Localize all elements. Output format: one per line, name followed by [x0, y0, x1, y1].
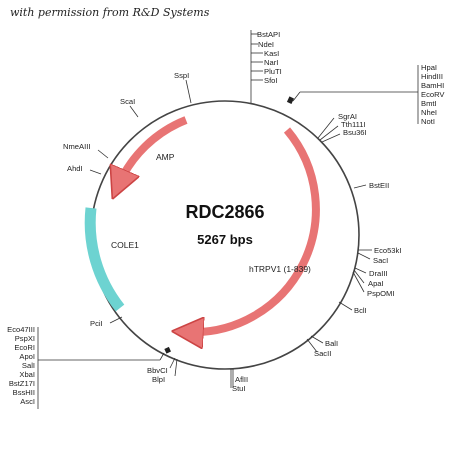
site-label: PluTI [264, 67, 282, 76]
site-label: SfoI [264, 76, 278, 85]
cole1-origin-arc [84, 207, 125, 312]
site-label: StuI [232, 384, 246, 393]
amp-arrow [118, 116, 188, 186]
amp-label: AMP [156, 152, 175, 162]
site-label: BclI [354, 306, 367, 315]
plasmid-size: 5267 bps [197, 232, 253, 247]
htrpv1-label: hTRPV1 (1-839) [249, 264, 311, 274]
site-label: Bsu36I [343, 128, 367, 137]
site-label: BssHII [13, 388, 35, 397]
site-label: XbaI [19, 370, 35, 379]
site-label: BstEII [369, 181, 389, 190]
site-label: AflII [235, 375, 248, 384]
site-label: SgrAI [338, 112, 357, 121]
site-label: BamHI [421, 81, 444, 90]
site-label: SacII [314, 349, 331, 358]
site-label: SspI [174, 71, 189, 80]
htrpv1-orf-arrow [186, 127, 320, 332]
site-label: BstZ17I [9, 379, 35, 388]
site-label: BbvCI [147, 366, 168, 375]
site-label: Tth111I [341, 120, 366, 129]
site-label: ScaI [120, 97, 135, 106]
site-label: BmtI [421, 99, 437, 108]
site-label: Eco53kI [374, 246, 401, 255]
site-label: ApoI [19, 352, 35, 361]
site-label: AhdI [67, 164, 83, 173]
site-label: BalI [325, 339, 338, 348]
site-label: AscI [20, 397, 35, 406]
site-label: HindIII [421, 72, 443, 81]
site-label: BlpI [152, 375, 165, 384]
cole1-label: COLE1 [111, 240, 139, 250]
site-label: NotI [421, 117, 435, 126]
site-label: EcoRV [421, 90, 445, 99]
site-label: PspXI [15, 334, 35, 343]
site-label: NmeAIII [63, 142, 90, 151]
site-label: NdeI [258, 40, 274, 49]
site-label: DraIII [369, 269, 388, 278]
mcs-marker [286, 96, 294, 104]
credit-text: with permission from R&D Systems [10, 6, 210, 19]
site-label: EcoRI [14, 343, 35, 352]
site-label: SacI [373, 256, 388, 265]
site-label: Eco47III [7, 325, 35, 334]
site-label: SalI [22, 361, 35, 370]
site-label: NheI [421, 108, 437, 117]
site-label: KasI [264, 49, 279, 58]
site-label: NarI [264, 58, 278, 67]
site-label: PspOMI [367, 289, 394, 298]
site-label: BstAPI [257, 30, 280, 39]
left-mcs-marker [164, 346, 171, 354]
site-label: ApaI [368, 279, 384, 288]
site-label: HpaI [421, 63, 437, 72]
plasmid-name: RDC2866 [185, 202, 264, 222]
site-label: PciI [90, 319, 103, 328]
